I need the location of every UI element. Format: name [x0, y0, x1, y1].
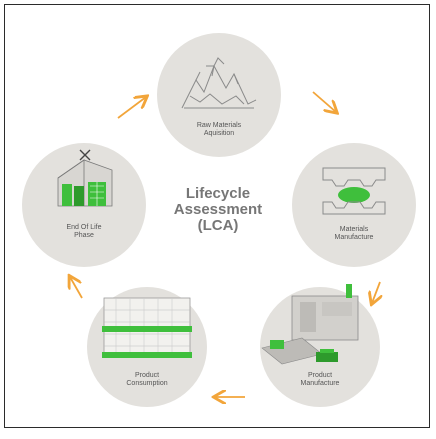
stage-label-product-line2: Manufacture	[300, 380, 340, 387]
stage-label-materials: Materials Manufacture	[317, 226, 391, 242]
stage-label-product: Product Manufacture	[283, 372, 357, 388]
stage-label-materials-line2: Manufacture	[334, 234, 374, 241]
center-title-line3: (LCA)	[197, 217, 239, 234]
arrow-raw-to-materials	[312, 91, 336, 112]
stage-label-raw: Raw Materials Aquisition	[182, 122, 256, 138]
arrow-materials-to-product	[372, 281, 380, 303]
warehouse-icon	[57, 149, 113, 207]
factory-machine-icon	[261, 284, 359, 365]
arrow-consumption-to-eol	[70, 277, 83, 299]
pallet-stack-icon	[102, 297, 192, 358]
stage-label-eol: End Of Life Phase	[47, 224, 121, 240]
stage-label-materials-line1: Materials	[339, 226, 369, 233]
stage-circle-materials	[292, 143, 416, 267]
stage-label-raw-line2: Aquisition	[203, 130, 235, 137]
stage-label-eol-line2: Phase	[74, 232, 94, 239]
stage-label-eol-line1: End Of Life	[66, 224, 102, 231]
center-title: Lifecycle Assessment (LCA)	[158, 186, 278, 234]
mountains-icon	[181, 57, 257, 109]
center-title-line1: Lifecycle	[185, 185, 251, 202]
arrow-eol-to-raw	[117, 97, 146, 119]
stage-circle-raw	[157, 33, 281, 157]
center-title-line2: Assessment	[173, 201, 263, 218]
press-mold-icon	[322, 167, 386, 215]
stage-label-consumption-line2: Consumption	[126, 380, 168, 387]
stage-label-product-line1: Product	[307, 372, 333, 379]
stage-label-raw-line1: Raw Materials	[196, 122, 242, 129]
stage-label-consumption: Product Consumption	[110, 372, 184, 388]
stage-label-consumption-line1: Product	[134, 372, 160, 379]
